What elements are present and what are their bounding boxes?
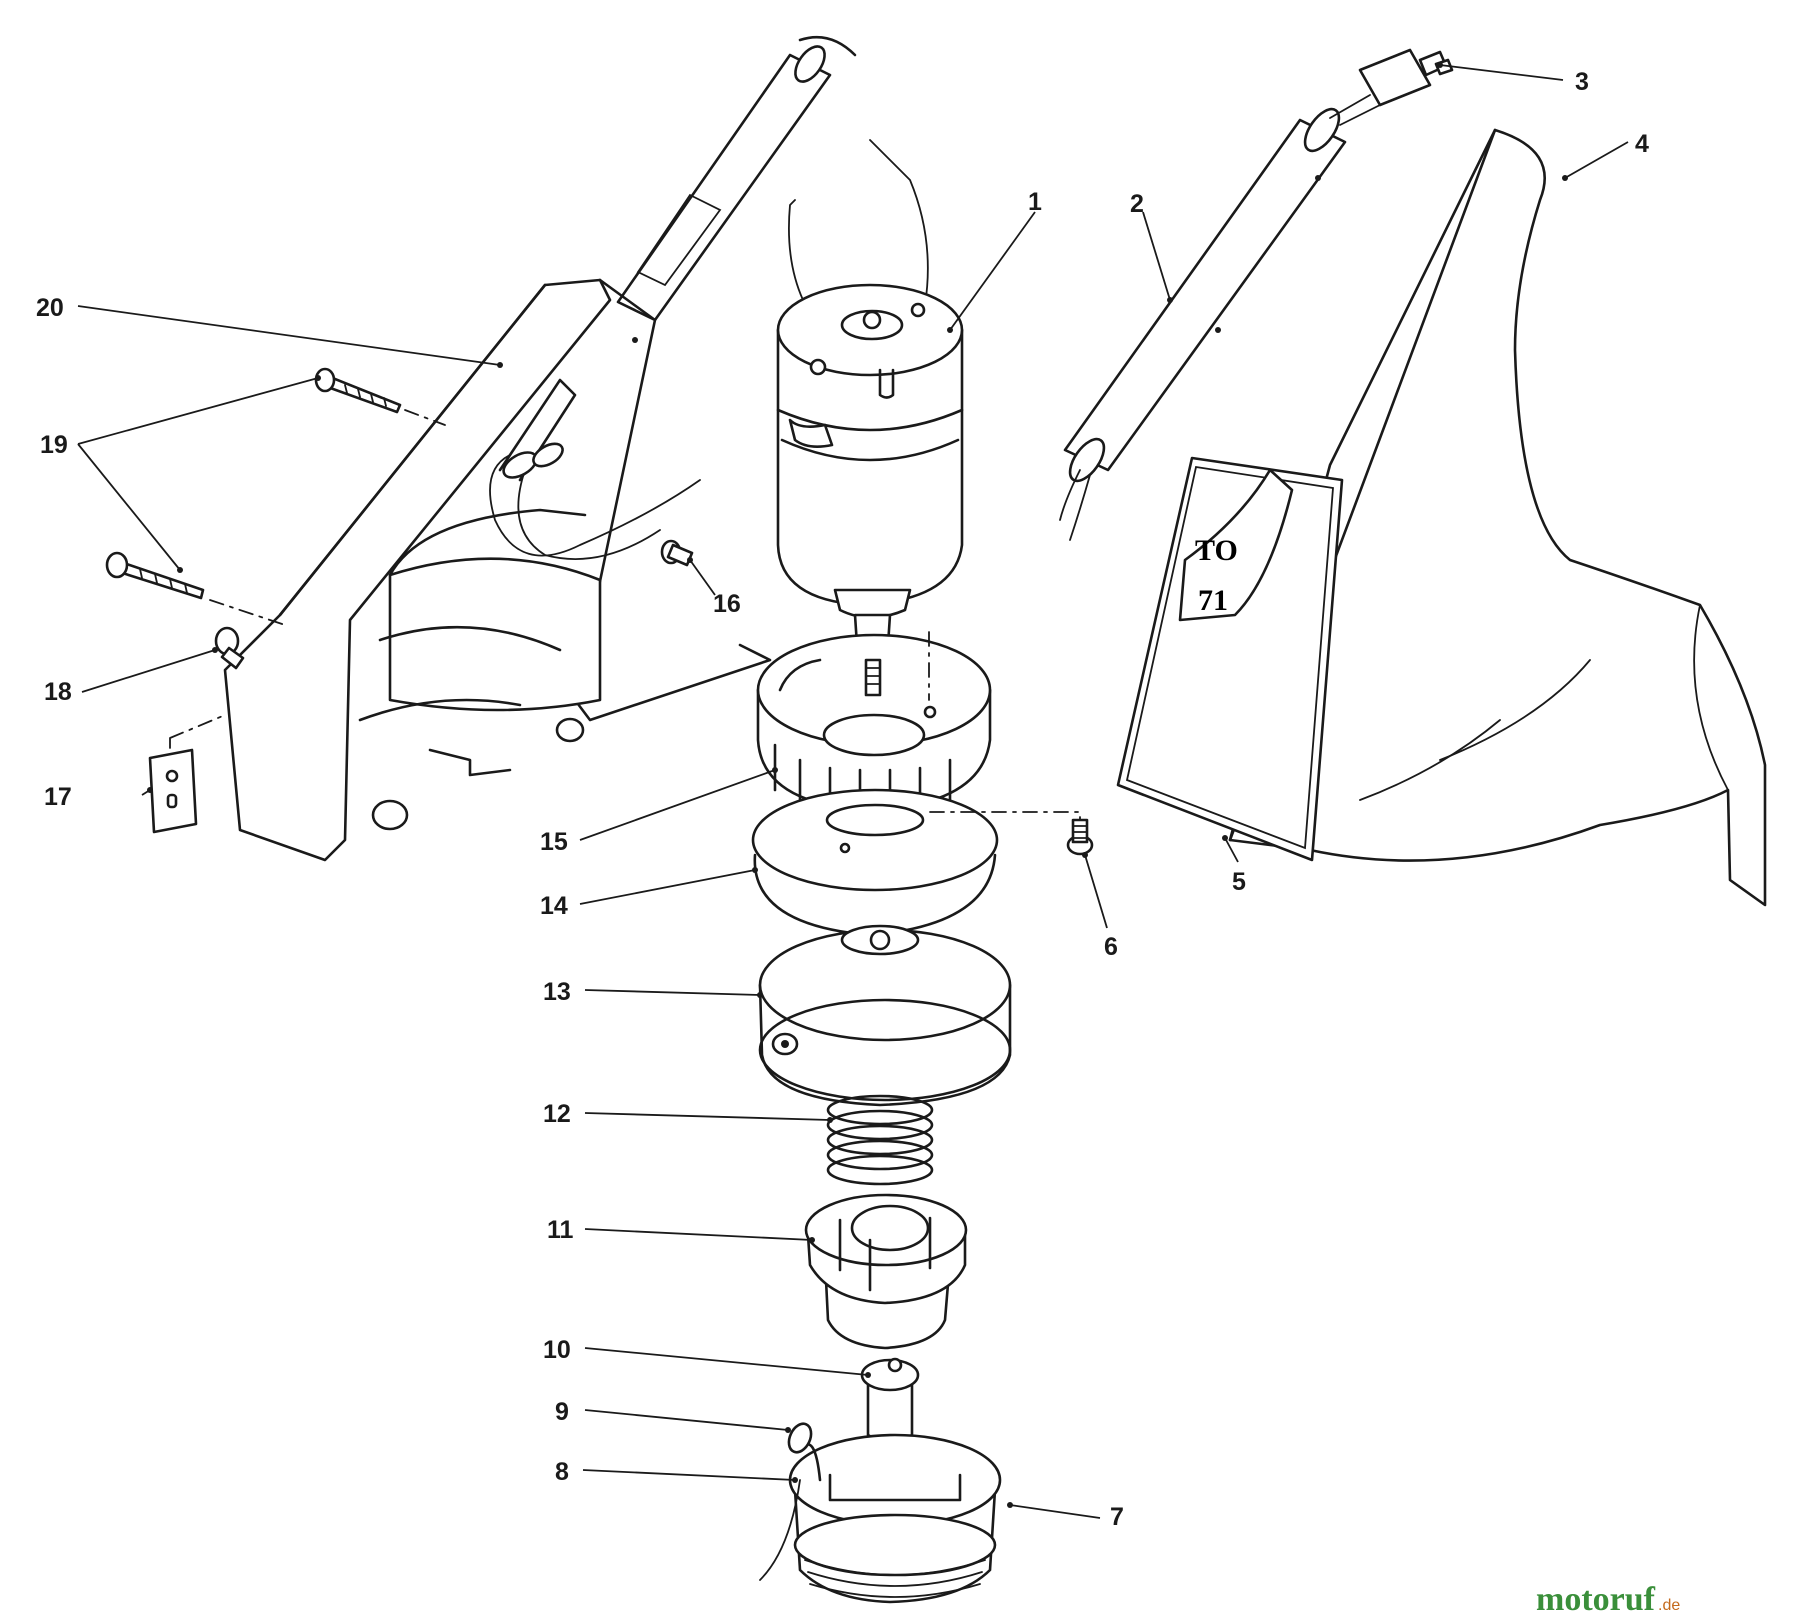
callout-17: 17 (44, 783, 72, 811)
screws-19 (105, 367, 446, 626)
callout-7: 7 (1110, 1503, 1124, 1531)
hub-10 (860, 1357, 920, 1444)
screw-16 (660, 539, 694, 567)
plug-3 (1358, 48, 1454, 107)
drum-housing-13 (758, 924, 1012, 1107)
plate-17 (148, 714, 226, 834)
screw-6 (1066, 818, 1094, 856)
callout-14: 14 (540, 892, 568, 920)
callout-20: 20 (36, 294, 64, 322)
guard-4 (1228, 128, 1767, 907)
callout-12: 12 (543, 1100, 571, 1128)
plug-18 (214, 626, 245, 670)
callout-5: 5 (1232, 868, 1246, 896)
callout-1: 1 (1028, 188, 1042, 216)
motor-housing-half (223, 278, 772, 862)
callout-labels: 1 2 3 4 5 6 7 8 9 10 11 12 13 14 15 16 1… (36, 68, 1649, 1531)
watermark-brand: motoruf (1536, 1581, 1656, 1618)
decal-5: TO 71 (1116, 456, 1344, 862)
watermark: motoruf .de (1536, 1581, 1680, 1618)
decal-text-line1: TO (1195, 534, 1238, 567)
callout-2: 2 (1130, 190, 1144, 218)
callout-16: 16 (713, 590, 741, 618)
handle-tube-2 (1059, 94, 1381, 541)
callout-13: 13 (543, 978, 571, 1006)
leader-lines (77, 62, 1629, 1519)
watermark-suffix: .de (1658, 1597, 1680, 1614)
decal-text-line2: 71 (1198, 584, 1228, 617)
callout-15: 15 (540, 828, 568, 856)
ratchet-adapter-11 (804, 1193, 968, 1350)
callout-8: 8 (555, 1458, 569, 1486)
motor-1 (776, 139, 964, 662)
handle-tube (616, 35, 857, 343)
callout-18: 18 (44, 678, 72, 706)
callout-11: 11 (547, 1216, 574, 1244)
callout-10: 10 (543, 1336, 571, 1364)
spool-assembly (759, 1422, 1002, 1604)
housing-ring-15 (756, 631, 992, 814)
callout-19: 19 (40, 431, 68, 459)
spring-12 (826, 1094, 934, 1186)
callout-4: 4 (1635, 130, 1649, 158)
callout-9: 9 (555, 1398, 569, 1426)
callout-3: 3 (1575, 68, 1589, 96)
callout-6: 6 (1104, 933, 1118, 961)
spool-cover-14 (751, 788, 1081, 937)
